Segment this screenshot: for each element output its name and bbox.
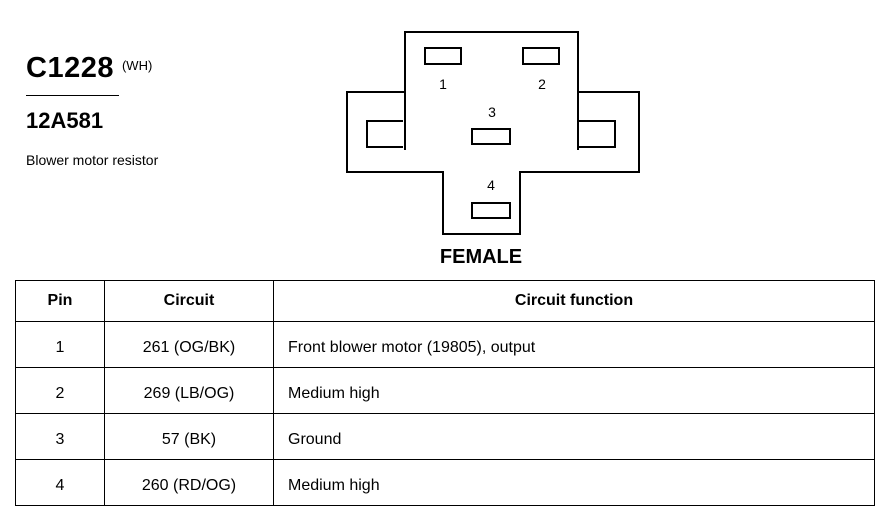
- function-cell: Medium high: [273, 459, 875, 506]
- table-row: 4 260 (RD/OG) Medium high: [15, 459, 875, 506]
- part-number: 12A581: [26, 108, 104, 133]
- pin-1-cavity: [424, 47, 462, 65]
- pin-cell: 1: [15, 321, 105, 368]
- function-cell: Medium high: [273, 367, 875, 414]
- header-circuit: Circuit: [104, 280, 274, 322]
- pin-cell: 4: [15, 459, 105, 506]
- connector-gender-label: FEMALE: [440, 246, 522, 268]
- connector-description: Blower motor resistor: [26, 152, 159, 168]
- header-divider: [26, 95, 119, 96]
- connector-header: C1228 (WH) 12A581 Blower motor resistor: [26, 52, 246, 168]
- pin-4-cavity: [471, 202, 511, 219]
- connector-face-diagram: 1 2 3 4 FEMALE: [346, 31, 640, 268]
- pin-2-label: 2: [538, 76, 546, 92]
- latch-left: [366, 120, 403, 148]
- table-header-row: Pin Circuit Circuit function: [15, 280, 875, 322]
- pin-3-label: 3: [488, 104, 496, 120]
- circuit-cell: 261 (OG/BK): [104, 321, 274, 368]
- header-pin: Pin: [15, 280, 105, 322]
- connector-color: (WH): [121, 58, 153, 73]
- pin-cell: 2: [15, 367, 105, 414]
- pin-4-label: 4: [487, 177, 495, 193]
- pin-1-label: 1: [439, 76, 447, 92]
- connector-id: C1228: [26, 52, 114, 84]
- pin-2-cavity: [522, 47, 560, 65]
- header-circuit-function: Circuit function: [273, 280, 875, 322]
- housing-inner-wall: [404, 92, 579, 150]
- pin-cell: 3: [15, 413, 105, 460]
- pin-3-cavity: [471, 128, 511, 145]
- function-cell: Ground: [273, 413, 875, 460]
- pinout-table: Pin Circuit Circuit function 1 261 (OG/B…: [15, 280, 875, 506]
- function-cell: Front blower motor (19805), output: [273, 321, 875, 368]
- circuit-cell: 57 (BK): [104, 413, 274, 460]
- table-row: 2 269 (LB/OG) Medium high: [15, 367, 875, 414]
- latch-right: [579, 120, 616, 148]
- table-row: 3 57 (BK) Ground: [15, 413, 875, 460]
- table-row: 1 261 (OG/BK) Front blower motor (19805)…: [15, 321, 875, 368]
- circuit-cell: 260 (RD/OG): [104, 459, 274, 506]
- circuit-cell: 269 (LB/OG): [104, 367, 274, 414]
